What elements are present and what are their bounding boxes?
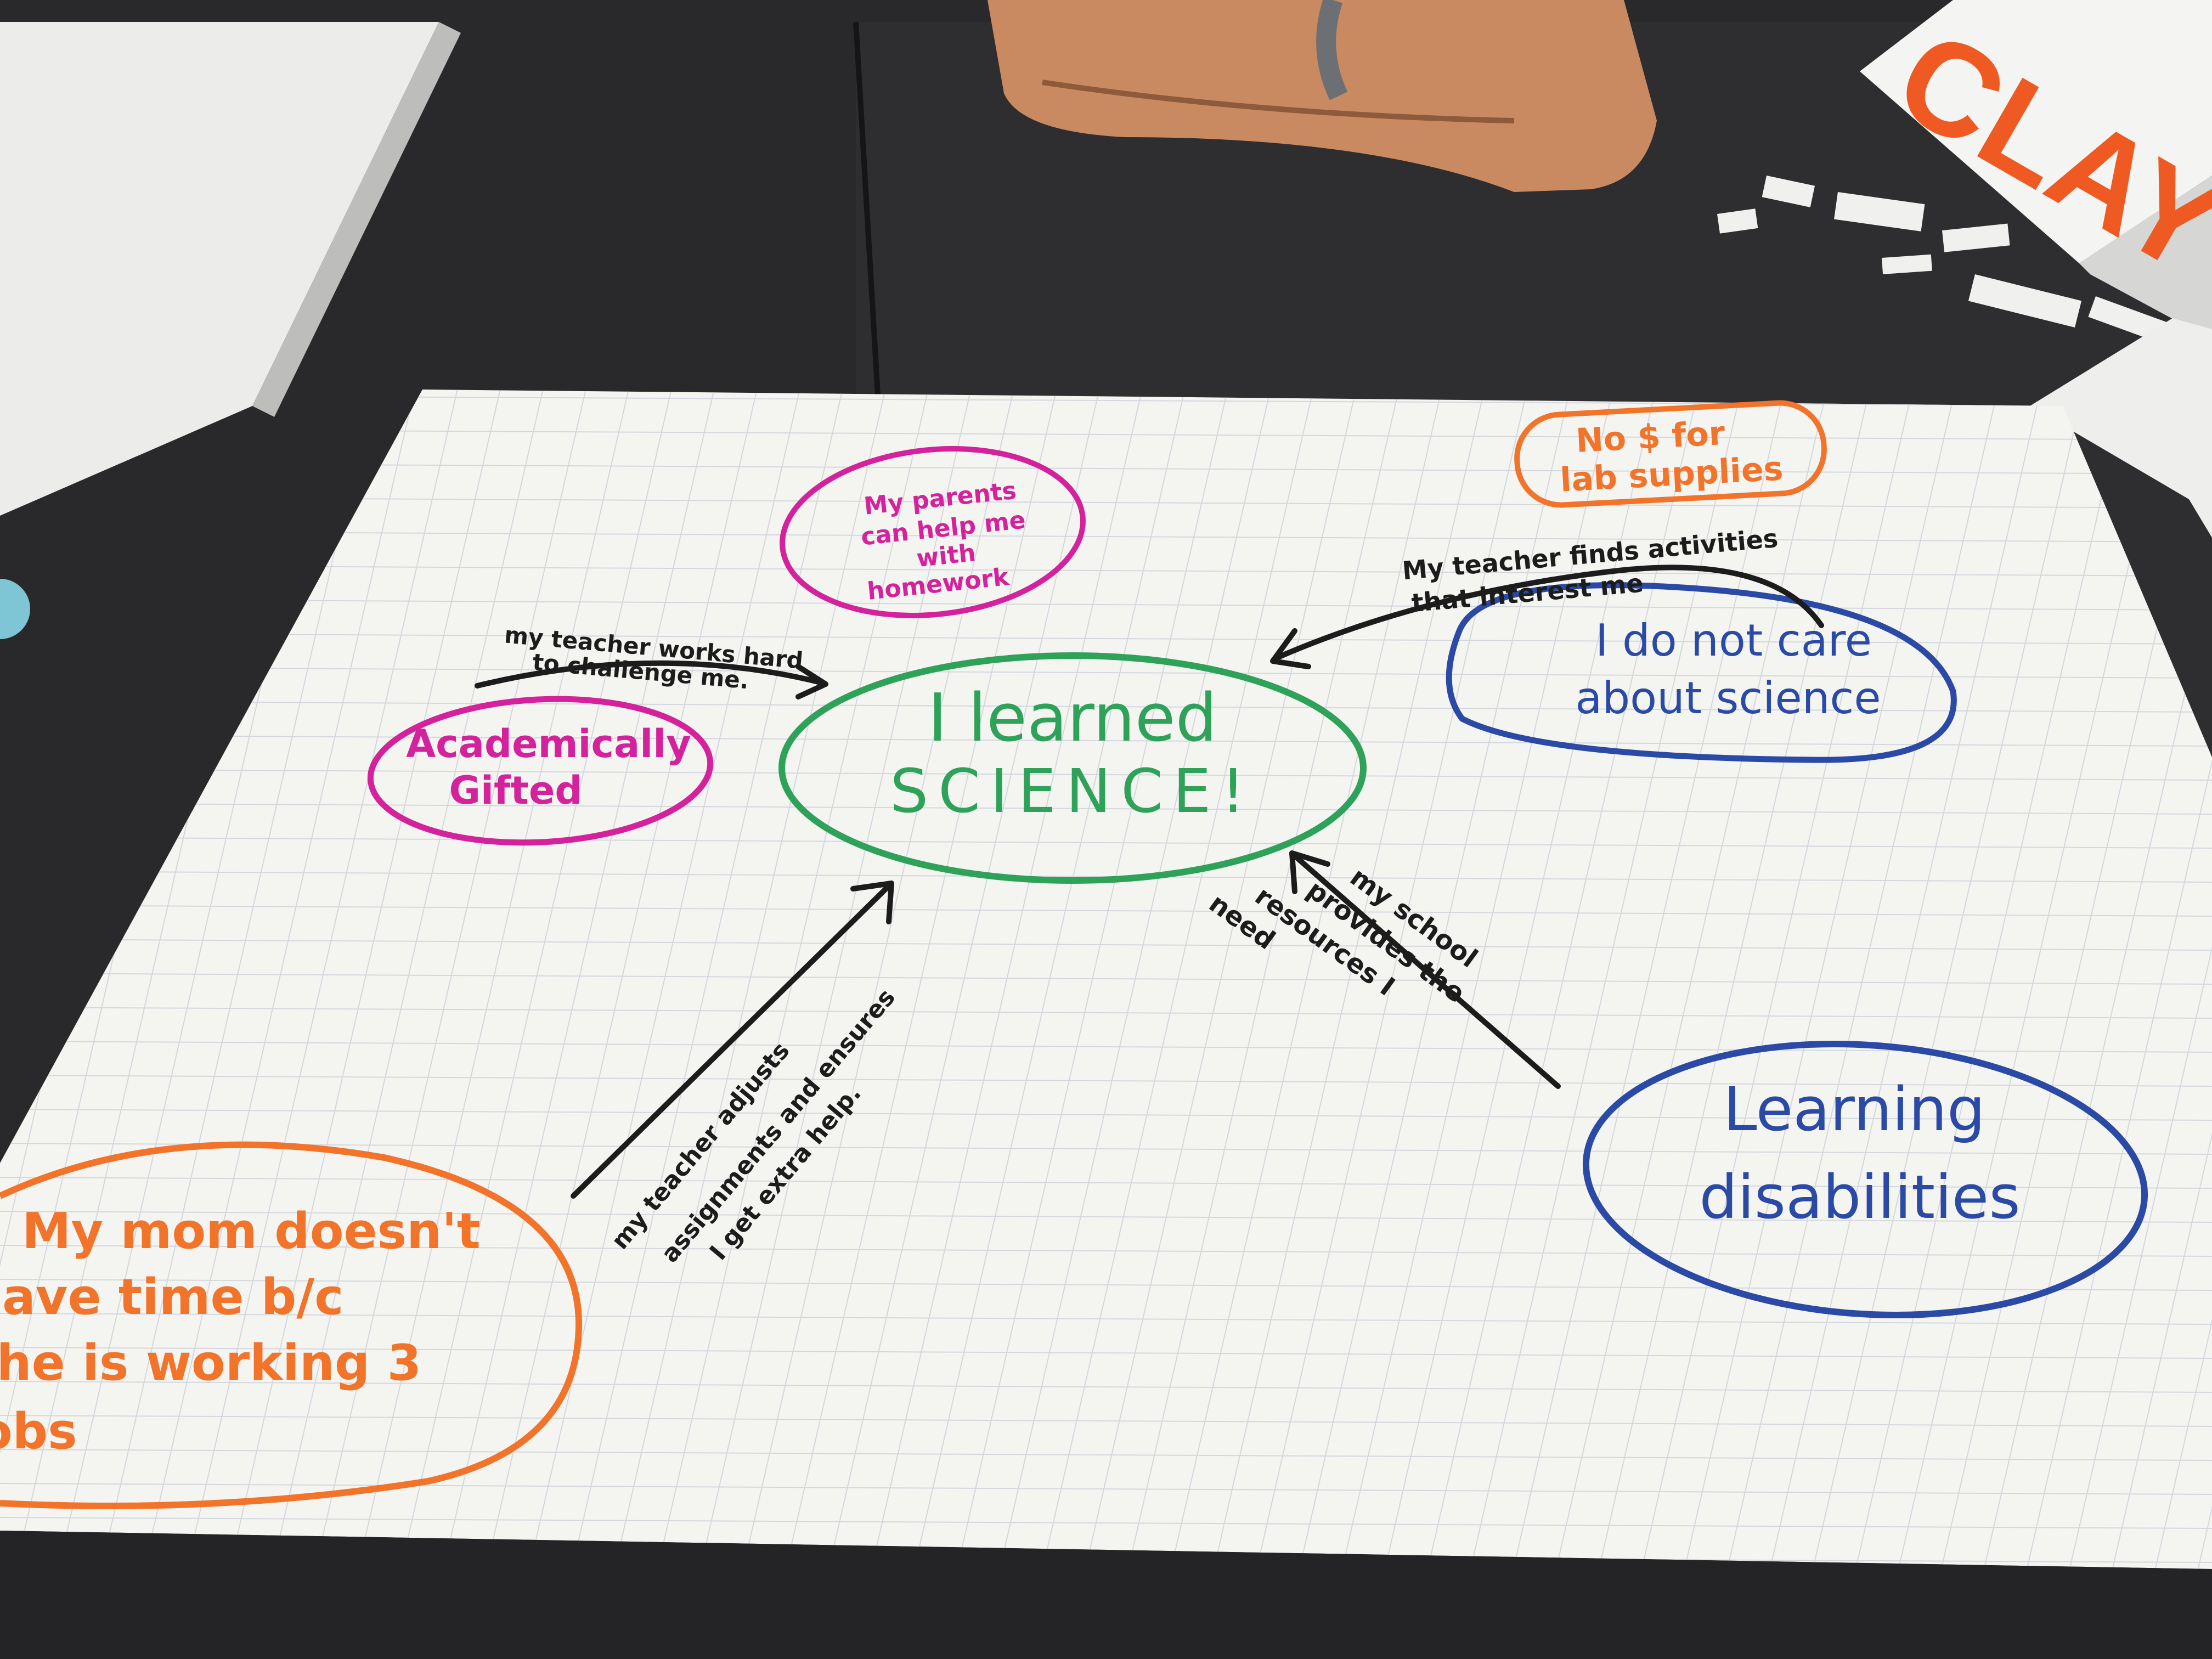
- wristband: [1316, 0, 1348, 100]
- not-care-line1: I do not care: [1595, 615, 1872, 666]
- center-bubble: [778, 652, 1367, 884]
- no-money-line1: No $ for: [1575, 414, 1726, 460]
- parents-line3: with: [915, 539, 977, 573]
- not-care-bubble: [1446, 582, 1957, 763]
- mom-line4: jobs: [0, 1403, 77, 1460]
- background-paper-sheet: [0, 22, 439, 516]
- no-money-box: [1514, 400, 1827, 508]
- gifted-line1: Academically: [406, 721, 691, 766]
- learning-line2: disabilities: [1699, 1162, 2020, 1232]
- arrow-gifted: [475, 660, 826, 689]
- arrow-not-care-head: [1270, 628, 1311, 669]
- center-line1: I learned: [928, 680, 1217, 757]
- folded-card-right: [2030, 318, 2212, 538]
- learning-line1: Learning: [1723, 1074, 1985, 1144]
- arrow-learning-head: [1289, 850, 1330, 894]
- paper-slips: [1717, 176, 2168, 343]
- gifted-line2: Gifted: [449, 768, 583, 813]
- table-bottom: [0, 1531, 2212, 1659]
- arrow-gifted-head: [795, 664, 828, 699]
- parents-bubble: [780, 446, 1086, 618]
- mom-line1: My mom doesn't: [22, 1203, 481, 1260]
- name-tent-back: [2079, 176, 2212, 340]
- arrow-not-care: [1273, 565, 1824, 661]
- background-paper-shadow: [252, 22, 461, 417]
- arrow-mom: [571, 883, 891, 1199]
- table-seam: [853, 21, 881, 396]
- gifted-bubble: [367, 696, 714, 846]
- arrow-learning: [1292, 853, 1561, 1089]
- arm-fold-line: [1042, 80, 1515, 123]
- center-line2: SCIENCE!: [890, 756, 1255, 826]
- learning-bubble: [1582, 1041, 2148, 1318]
- teal-object: [0, 579, 30, 639]
- arrows: [475, 565, 1824, 1199]
- arrow-mom-head: [850, 881, 894, 924]
- mom-line3: she is working 3: [0, 1334, 421, 1392]
- mom-bubble: [0, 1141, 583, 1509]
- name-tent-card: [1860, 0, 2212, 263]
- person-arms: [988, 0, 1657, 192]
- mom-line2: have time b/c: [0, 1268, 344, 1326]
- not-care-line2: about science: [1575, 673, 1881, 724]
